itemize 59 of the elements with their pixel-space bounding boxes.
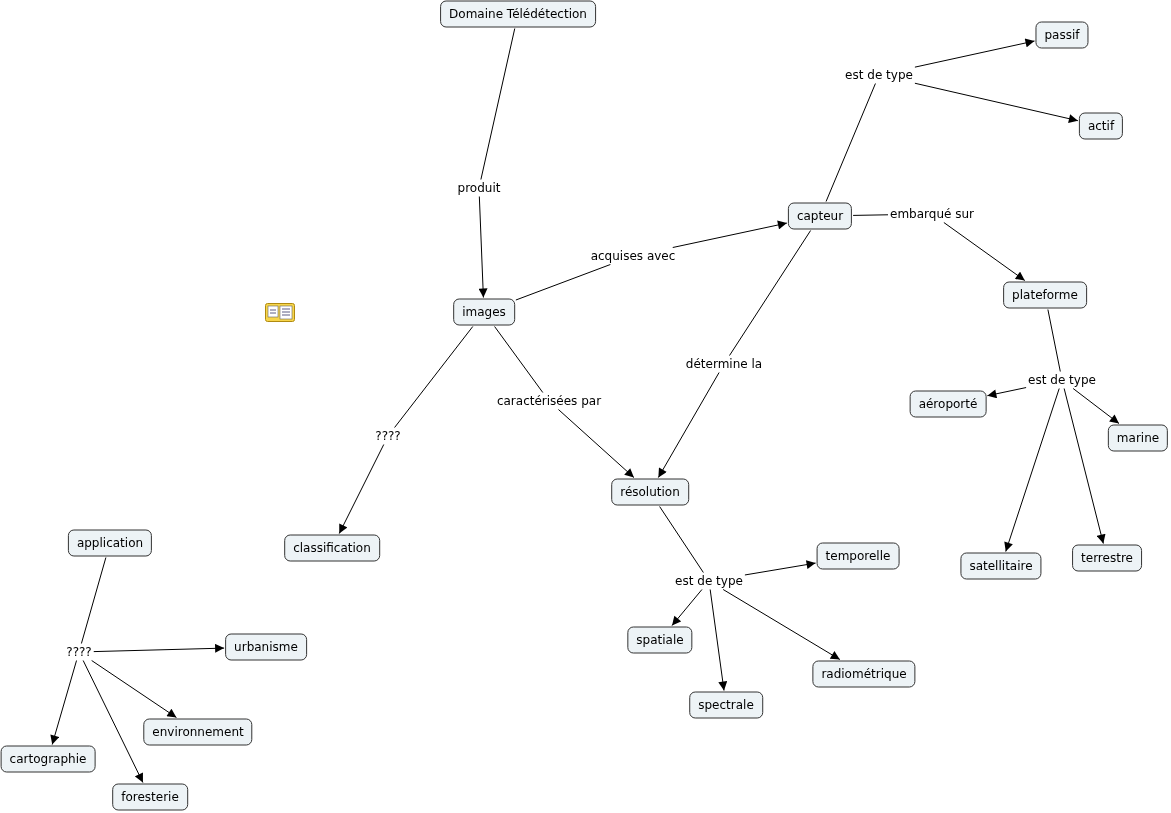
arrow — [914, 82, 1079, 124]
concept-box: classification — [284, 534, 380, 562]
concept-box: radiométrique — [812, 660, 916, 688]
connector-line — [480, 28, 516, 180]
concept-box: images — [453, 298, 515, 326]
connector-line — [852, 214, 889, 216]
connector-line — [729, 230, 812, 356]
concept-box: actif — [1078, 112, 1124, 140]
concept-box: spectrale — [689, 691, 763, 719]
concept-box: marine — [1107, 424, 1169, 452]
connector-line — [515, 264, 611, 301]
concept-box: Domaine Télédétection — [440, 0, 596, 28]
connector-line — [394, 326, 474, 428]
arrow — [82, 660, 144, 783]
concept-box: environnement — [143, 718, 253, 746]
arrow — [722, 589, 841, 660]
arrow — [93, 643, 225, 653]
concept-box: cartographie — [0, 745, 96, 773]
linking-phrase: produit — [456, 180, 502, 196]
concept-box: aéroporté — [909, 390, 987, 418]
linking-phrase: acquises avec — [589, 248, 677, 264]
linking-phrase: est de type — [844, 67, 914, 83]
arrow — [338, 444, 385, 534]
connector-line — [494, 326, 544, 393]
concept-box: capteur — [787, 202, 853, 230]
linking-phrase: ???? — [65, 644, 93, 660]
arrow — [943, 222, 1026, 281]
concept-box: temporelle — [816, 542, 900, 570]
linking-phrase: embarqué sur — [889, 206, 975, 222]
concept-box: terrestre — [1072, 544, 1142, 572]
arrow — [671, 589, 703, 626]
arrow — [914, 38, 1035, 68]
concept-box: foresterie — [112, 783, 188, 811]
arrow — [1004, 388, 1060, 552]
arrow — [744, 560, 817, 576]
concept-box: plateforme — [1003, 281, 1087, 309]
concept-box: satellitaire — [960, 552, 1042, 580]
linking-phrase: est de type — [674, 573, 744, 589]
linking-phrase: caractérisées par — [495, 393, 603, 409]
connector-line — [825, 83, 876, 202]
arrow — [1072, 388, 1120, 424]
arrow — [91, 660, 177, 718]
concept-box: application — [67, 529, 153, 557]
connector-line — [80, 557, 107, 644]
arrow — [657, 372, 720, 478]
concept-box: résolution — [611, 478, 689, 506]
concept-box: passif — [1035, 21, 1089, 49]
arrow — [986, 387, 1027, 399]
arrow — [1063, 388, 1106, 544]
arrow — [557, 409, 635, 478]
linking-phrase: est de type — [1027, 372, 1097, 388]
arrow — [709, 589, 728, 691]
arrow — [672, 220, 788, 248]
connector-line — [1047, 309, 1061, 372]
arrow — [50, 660, 78, 745]
arrow — [478, 196, 488, 298]
concept-box: spatiale — [627, 626, 693, 654]
concept-box: urbanisme — [225, 633, 307, 661]
connector-line — [659, 506, 704, 573]
